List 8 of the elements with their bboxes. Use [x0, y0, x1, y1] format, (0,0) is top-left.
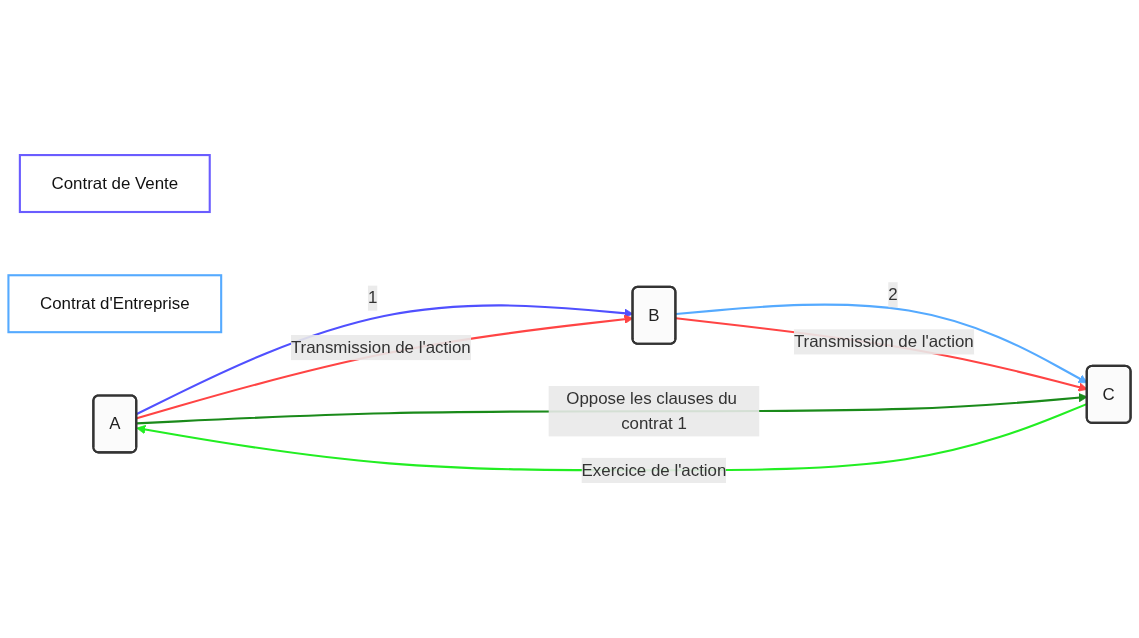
node-box: Contrat de Vente: [18, 154, 211, 214]
edge-label: Transmission de l'action: [793, 332, 974, 351]
edge-label: Oppose les clauses du contrat 1: [566, 389, 737, 433]
edge-label: Exercice de l'action: [581, 460, 727, 479]
edge-label: 2: [888, 285, 898, 304]
edge-label: Transmission de l'action: [290, 338, 471, 357]
node-box: Contrat d'Entreprise: [7, 274, 223, 334]
edge-label: 1: [367, 288, 378, 307]
